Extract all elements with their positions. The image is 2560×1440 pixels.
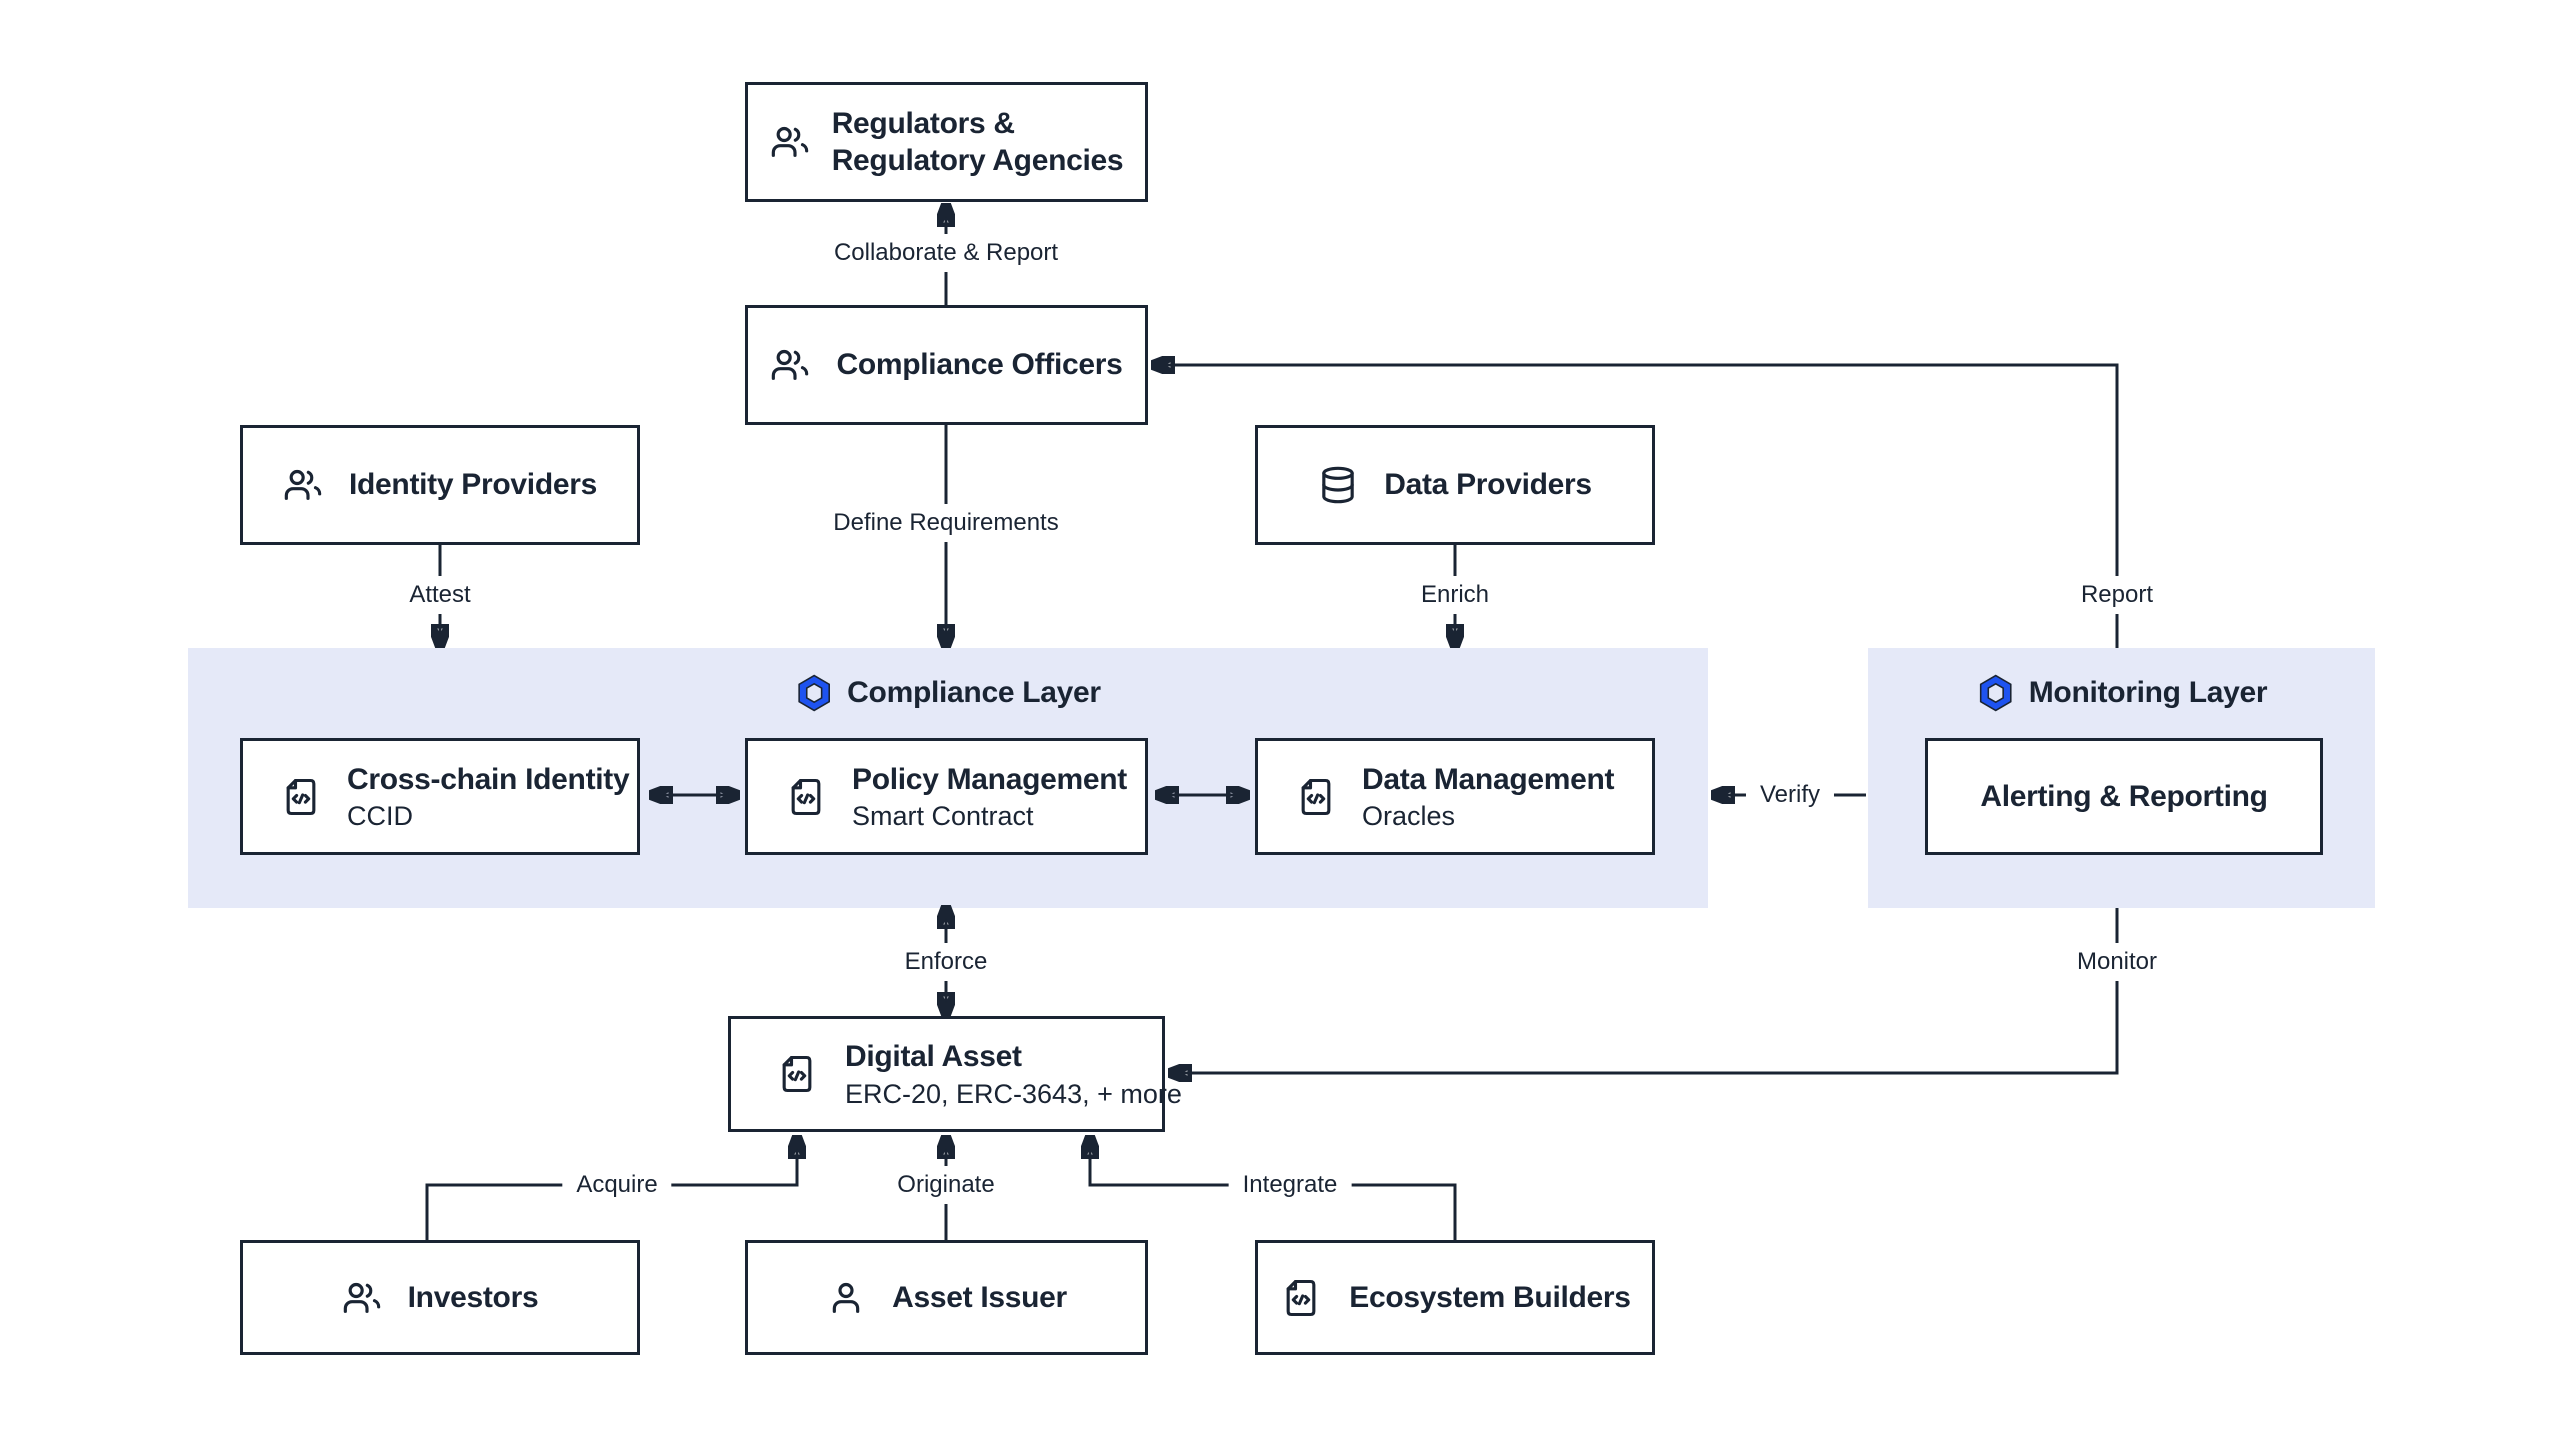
edge-label-collaborate-report: Collaborate & Report [819, 234, 1073, 272]
node-title: Regulators & [831, 106, 1015, 140]
node-title: Alerting & Reporting [1980, 779, 2268, 813]
edge-label-integrate: Integrate [1228, 1166, 1352, 1204]
node-subtitle: Oracles [1362, 801, 1456, 832]
node-title: Data Management [1362, 762, 1615, 796]
hexagon-chainlink-icon [1977, 674, 2015, 712]
node-data-providers: Data Providers [1255, 425, 1655, 545]
node-title: Ecosystem Builders [1349, 1280, 1631, 1314]
node-policy-management: Policy Management Smart Contract [745, 738, 1148, 855]
node-data-management: Data Management Oracles [1255, 738, 1655, 855]
node-cross-chain-identity: Cross-chain Identity CCID [240, 738, 640, 855]
node-title: Regulatory Agencies [831, 144, 1124, 177]
node-subtitle: ERC-20, ERC-3643, + more [845, 1078, 1182, 1109]
edge-label-enrich: Enrich [1406, 576, 1504, 614]
node-title: Identity Providers [348, 468, 597, 502]
edge-label-define-requirements: Define Requirements [819, 504, 1073, 542]
monitoring-layer-header: Monitoring Layer [1977, 674, 2268, 712]
node-digital-asset: Digital Asset ERC-20, ERC-3643, + more [728, 1016, 1182, 1132]
users-icon [283, 465, 323, 505]
node-compliance-officers: Compliance Officers [745, 305, 1148, 425]
file-code-icon [1294, 775, 1338, 819]
hexagon-chainlink-icon [795, 674, 833, 712]
node-title: Cross-chain Identity [347, 762, 630, 796]
file-code-icon [775, 1052, 819, 1096]
edge-label-acquire: Acquire [562, 1166, 672, 1204]
node-subtitle: CCID [347, 801, 413, 832]
user-icon [826, 1278, 866, 1318]
node-subtitle: Smart Contract [852, 801, 1034, 832]
database-icon [1318, 465, 1358, 505]
edge-label-monitor: Monitor [2062, 943, 2172, 981]
file-code-icon [1279, 1276, 1323, 1320]
monitoring-layer-title: Monitoring Layer [2028, 676, 2268, 709]
edge-label-verify: Verify [1745, 776, 1835, 814]
file-code-icon [784, 775, 828, 819]
file-code-icon [279, 775, 323, 819]
users-icon [770, 122, 810, 162]
compliance-layer-title: Compliance Layer [847, 676, 1101, 709]
node-alerting-reporting: Alerting & Reporting [1925, 738, 2323, 855]
node-ecosystem-builders: Ecosystem Builders [1255, 1240, 1655, 1355]
edge-label-report: Report [2066, 576, 2168, 614]
node-investors: Investors [240, 1240, 640, 1355]
node-title: Policy Management [852, 762, 1127, 796]
edge-monitor [1171, 908, 2119, 1073]
node-title: Investors [407, 1280, 539, 1314]
node-title: Data Providers [1384, 468, 1592, 502]
node-title: Compliance Officers [836, 348, 1123, 382]
edge-label-originate: Originate [883, 1166, 1009, 1204]
node-identity-providers: Identity Providers [240, 425, 640, 545]
compliance-layer-header: Compliance Layer [795, 674, 1101, 712]
users-icon [342, 1278, 382, 1318]
node-title: Digital Asset [845, 1040, 1022, 1074]
edge-label-attest: Attest [395, 576, 485, 614]
node-title: Asset Issuer [892, 1280, 1067, 1314]
node-regulators: Regulators & Regulatory Agencies [745, 82, 1148, 202]
users-icon [770, 345, 810, 385]
edge-label-enforce: Enforce [890, 943, 1002, 981]
node-asset-issuer: Asset Issuer [745, 1240, 1148, 1355]
